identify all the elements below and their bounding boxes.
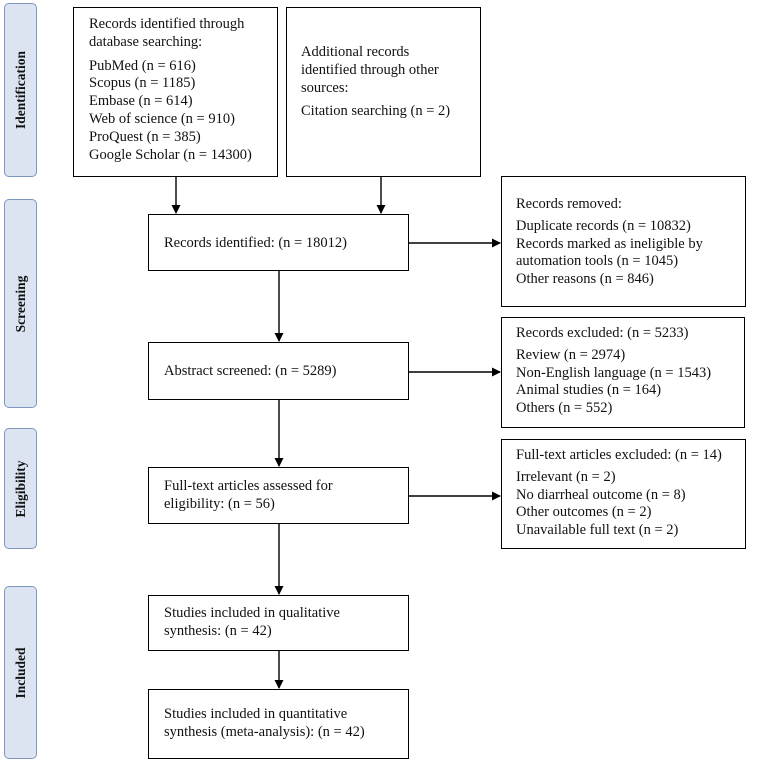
ftexcluded-line: Other outcomes (n = 2) [516, 504, 652, 521]
abstract-text: Abstract screened: (n = 5289) [164, 363, 337, 379]
phase-screening: Screening [4, 199, 37, 408]
db-line: PubMed (n = 616) [89, 57, 196, 74]
phase-identification: Identification [4, 3, 37, 177]
other-line: identified through other [301, 61, 439, 78]
box-qualitative-synthesis: Studies included in qualitative synthesi… [148, 595, 409, 651]
quantitative-line: Studies included in quantitative [164, 706, 348, 722]
db-line: Records identified through [89, 16, 245, 32]
qualitative-line: synthesis: (n = 42) [164, 622, 272, 639]
removed-line: Records removed: [516, 196, 622, 212]
ftexcluded-line: No diarrheal outcome (n = 8) [516, 486, 686, 503]
fulltext-line: Full-text articles assessed for [164, 478, 333, 494]
removed-line: Records marked as ineligible by [516, 235, 703, 252]
box-records-removed: Records removed: Duplicate records (n = … [501, 176, 746, 307]
db-line: Web of science (n = 910) [89, 110, 235, 127]
excluded-line: Animal studies (n = 164) [516, 382, 662, 399]
removed-line: Other reasons (n = 846) [516, 271, 654, 288]
identified-text: Records identified: (n = 18012) [164, 235, 347, 251]
ftexcluded-line: Full-text articles excluded: (n = 14) [516, 447, 722, 463]
box-fulltext-excluded: Full-text articles excluded: (n = 14) Ir… [501, 439, 746, 549]
box-other-sources: Additional records identified through ot… [286, 7, 481, 177]
excluded-line: Non-English language (n = 1543) [516, 364, 712, 381]
removed-line: Duplicate records (n = 10832) [516, 217, 691, 234]
fulltext-line: eligibility: (n = 56) [164, 495, 275, 512]
box-records-excluded: Records excluded: (n = 5233) Review (n =… [501, 317, 745, 428]
db-line: Google Scholar (n = 14300) [89, 146, 252, 163]
phase-eligibility: Eligibility [4, 428, 37, 549]
excluded-line: Others (n = 552) [516, 400, 613, 417]
qualitative-line: Studies included in qualitative [164, 605, 340, 621]
db-line: database searching: [89, 33, 203, 50]
removed-line: automation tools (n = 1045) [516, 253, 679, 270]
ftexcluded-line: Irrelevant (n = 2) [516, 468, 616, 485]
other-line: sources: [301, 79, 349, 96]
box-fulltext-assessed: Full-text articles assessed for eligibil… [148, 467, 409, 524]
box-abstract-screened: Abstract screened: (n = 5289) [148, 342, 409, 400]
excluded-line: Records excluded: (n = 5233) [516, 325, 689, 341]
box-quantitative-synthesis: Studies included in quantitative synthes… [148, 689, 409, 759]
excluded-line: Review (n = 2974) [516, 346, 626, 363]
quantitative-line: synthesis (meta-analysis): (n = 42) [164, 723, 365, 740]
db-line: Embase (n = 614) [89, 93, 193, 110]
ftexcluded-line: Unavailable full text (n = 2) [516, 522, 679, 539]
box-records-identified: Records identified: (n = 18012) [148, 214, 409, 271]
other-line: Citation searching (n = 2) [301, 103, 451, 120]
phase-included: Included [4, 586, 37, 759]
db-line: Scopus (n = 1185) [89, 75, 196, 92]
other-line: Additional records [301, 44, 410, 60]
db-line: ProQuest (n = 385) [89, 128, 201, 145]
box-database-searching: Records identified through database sear… [73, 7, 278, 177]
